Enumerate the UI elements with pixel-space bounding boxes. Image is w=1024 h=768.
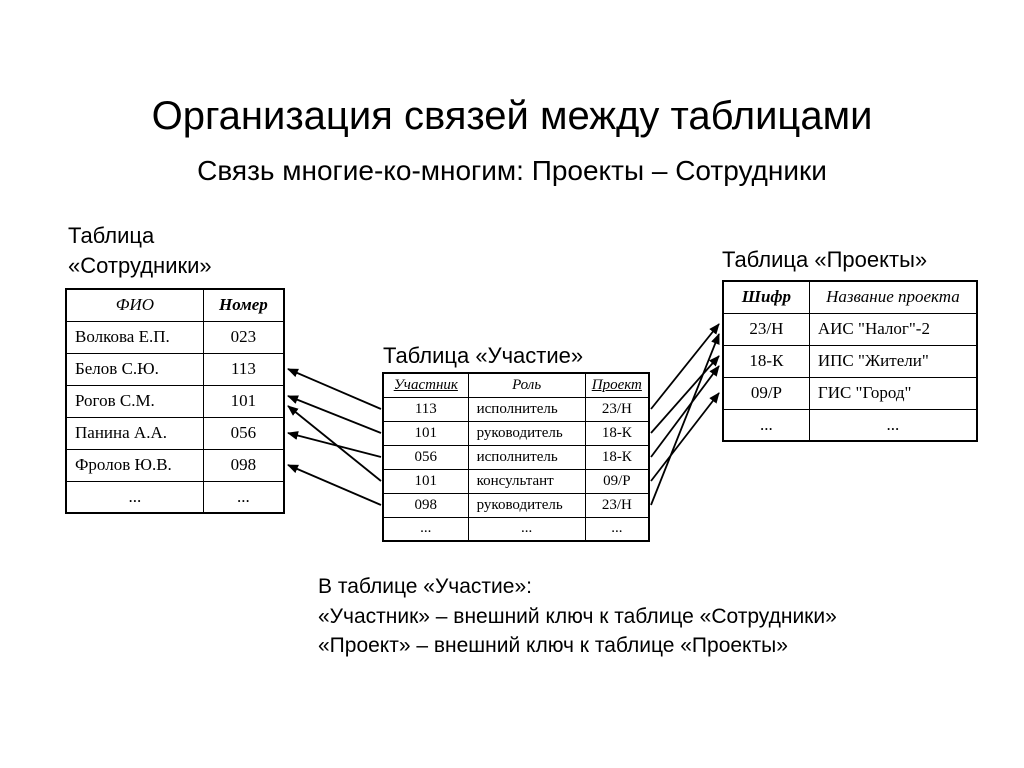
column-header: Название проекта xyxy=(808,280,978,314)
relation-arrow xyxy=(287,405,382,482)
employees-table-label: Таблица «Сотрудники» xyxy=(68,223,212,278)
relation-arrow xyxy=(650,392,720,482)
table-cell: консультант xyxy=(467,468,586,494)
table-cell: ... xyxy=(202,480,285,514)
footnote: В таблице «Участие»: «Участник» – внешни… xyxy=(318,572,837,661)
footnote-line: «Проект» – внешний ключ к таблице «Проек… xyxy=(318,634,788,657)
projects-table-label: Таблица «Проекты» xyxy=(722,247,928,272)
relation-arrow xyxy=(287,431,382,458)
table-cell: Волкова Е.П. xyxy=(65,320,204,354)
relation-arrow xyxy=(287,464,382,506)
table-row: Белов С.Ю.113 xyxy=(65,352,285,386)
table-cell: 056 xyxy=(202,416,285,450)
column-header: Участник xyxy=(382,372,469,398)
table-cell: 09/Р xyxy=(722,376,810,410)
table-cell: ... xyxy=(808,408,978,442)
table-cell: Белов С.Ю. xyxy=(65,352,204,386)
table-cell: 098 xyxy=(382,492,469,518)
participation-table-label: Таблица «Участие» xyxy=(383,343,584,368)
table-cell: 18-К xyxy=(584,444,650,470)
table-cell: АИС "Налог"-2 xyxy=(808,312,978,346)
relation-arrow xyxy=(650,355,720,434)
column-header: Проект xyxy=(584,372,650,398)
table-cell: ... xyxy=(382,516,469,542)
relation-arrow xyxy=(650,333,720,506)
table-row: ...... xyxy=(65,480,285,514)
table-cell: 23/Н xyxy=(722,312,810,346)
table-row: Рогов С.М.101 xyxy=(65,384,285,418)
table-cell: 056 xyxy=(382,444,469,470)
table-cell: ... xyxy=(722,408,810,442)
table-cell: руководитель xyxy=(467,492,586,518)
column-header: ФИО xyxy=(65,288,204,322)
relation-arrow xyxy=(287,368,382,410)
table-cell: Панина А.А. xyxy=(65,416,204,450)
relation-arrow xyxy=(650,323,720,410)
table-cell: 113 xyxy=(382,396,469,422)
table-row: Волкова Е.П.023 xyxy=(65,320,285,354)
table-cell: ИПС "Жители" xyxy=(808,344,978,378)
table-cell: 101 xyxy=(382,468,469,494)
slide-subtitle: Связь многие-ко-многим: Проекты – Сотруд… xyxy=(197,155,827,186)
footnote-line: «Участник» – внешний ключ к таблице «Сот… xyxy=(318,604,837,628)
table-cell: 023 xyxy=(202,320,285,354)
table-cell: Фролов Ю.В. xyxy=(65,448,204,482)
footnote-line: В таблице «Участие»: xyxy=(318,575,532,598)
slide-title: Организация связей между таблицами xyxy=(151,94,873,138)
column-header: Роль xyxy=(467,372,586,398)
table-cell: ... xyxy=(65,480,204,514)
column-header: Шифр xyxy=(722,280,810,314)
table-cell: 18-К xyxy=(584,420,650,446)
table-cell: 101 xyxy=(382,420,469,446)
table-cell: Рогов С.М. xyxy=(65,384,204,418)
table-cell: исполнитель xyxy=(467,444,586,470)
table-cell: 113 xyxy=(202,352,285,386)
table-cell: исполнитель xyxy=(467,396,586,422)
relation-arrow xyxy=(287,395,382,434)
table-row: Панина А.А.056 xyxy=(65,416,285,450)
relation-arrow xyxy=(650,365,720,458)
table-row: ......... xyxy=(382,516,650,542)
table-row: Фролов Ю.В.098 xyxy=(65,448,285,482)
table-cell: ГИС "Город" xyxy=(808,376,978,410)
table-cell: 098 xyxy=(202,448,285,482)
table-cell: ... xyxy=(467,516,586,542)
table-cell: руководитель xyxy=(467,420,586,446)
table-cell: 101 xyxy=(202,384,285,418)
table-row: ...... xyxy=(722,408,978,442)
table-cell: ... xyxy=(584,516,650,542)
table-cell: 23/Н xyxy=(584,396,650,422)
table-cell: 09/Р xyxy=(584,468,650,494)
table-cell: 23/Н xyxy=(584,492,650,518)
table-cell: 18-К xyxy=(722,344,810,378)
column-header: Номер xyxy=(202,288,285,322)
